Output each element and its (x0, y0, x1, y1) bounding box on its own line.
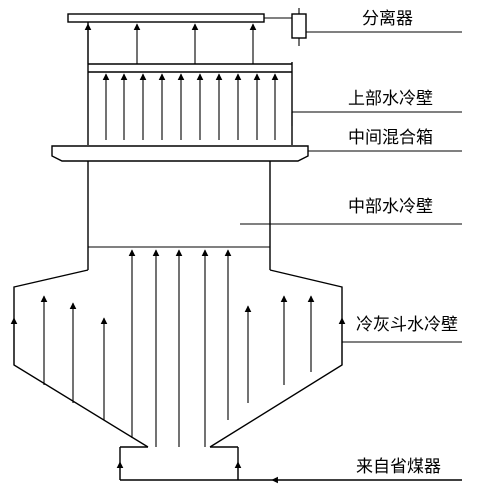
label-hopper-waterwall: 冷灰斗水冷壁 (356, 315, 458, 335)
label-upper-waterwall: 上部水冷壁 (348, 89, 433, 109)
label-middle-waterwall: 中部水冷壁 (348, 197, 433, 217)
mixing-header (51, 145, 309, 162)
label-mixing-header: 中间混合箱 (348, 128, 433, 148)
label-separator: 分离器 (362, 9, 413, 29)
hopper-tube-arrows (10, 249, 346, 447)
inlet-header-right (210, 446, 239, 480)
hopper-outline-right (209, 269, 343, 448)
label-economizer-inlet: 来自省煤器 (356, 457, 441, 477)
separator-vessel (291, 13, 307, 39)
separator-header (67, 13, 265, 23)
hopper-outline-left (13, 269, 149, 448)
inlet-header-left (119, 446, 148, 480)
upper-tube-arrows (84, 23, 257, 64)
upper-waterwall-arrows (102, 73, 279, 140)
